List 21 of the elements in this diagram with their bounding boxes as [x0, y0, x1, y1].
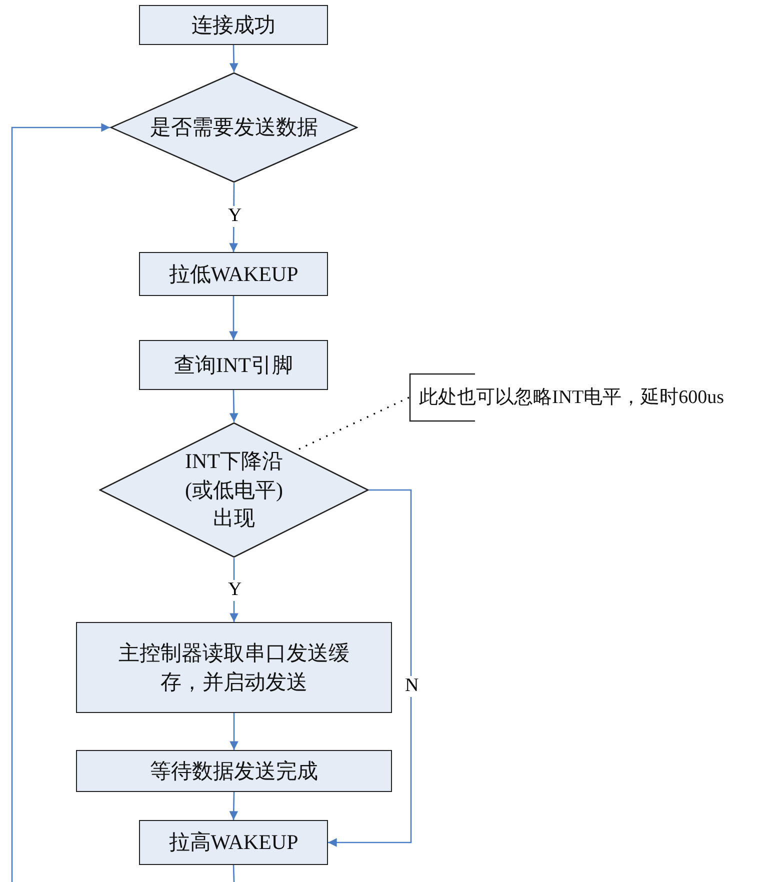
- process-box: [139, 340, 328, 390]
- leader-line: [298, 396, 410, 450]
- decision-diamond: [99, 422, 369, 558]
- node-label: 拉低WAKEUP: [168, 260, 298, 288]
- annotation-text: 此处也可以忽略INT电平，延时600us: [419, 386, 726, 410]
- process-box: [139, 5, 328, 45]
- process-box: [139, 820, 328, 865]
- node-label: 是否需要发送数据: [149, 114, 319, 142]
- node-label: 查询INT引脚: [174, 352, 293, 379]
- node-label: 主控制器读取串口发送缓存，并启动发送: [118, 640, 350, 696]
- process-box: [76, 622, 392, 713]
- node-label: 拉高WAKEUP: [168, 829, 298, 856]
- node-label: 连接成功: [192, 12, 276, 39]
- decision-diamond: [110, 72, 358, 183]
- node-label: 等待数据发送完成: [150, 758, 318, 785]
- node-label: INT下降沿(或低电平)出现: [184, 448, 284, 532]
- edge-label: N: [403, 676, 421, 697]
- process-box: [139, 252, 328, 296]
- edge-label: Y: [226, 206, 244, 227]
- edge-label: Y: [226, 580, 244, 601]
- process-box: [76, 750, 392, 792]
